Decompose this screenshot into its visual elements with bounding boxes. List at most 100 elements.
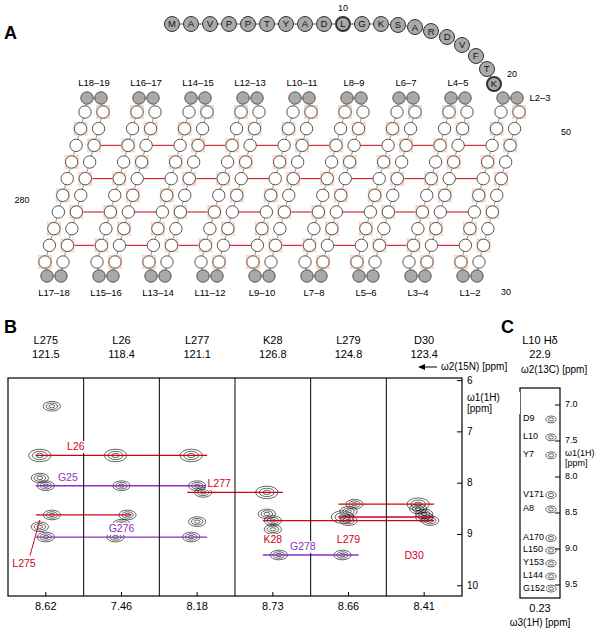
peak-label: G152 [522,584,546,594]
residue-circle [386,122,398,134]
residue-circle: P [221,16,237,32]
strand-box [277,205,291,219]
loop-label: L1–2 [458,288,481,298]
axis-label: ω1(1H) [ppm] [466,392,520,414]
residue-letter: R [428,27,435,37]
tick-label: 8.62 [34,600,57,612]
residue-circle [208,206,220,218]
contour-peak [418,511,430,517]
strand-box [302,238,316,252]
hbond-line [299,178,321,179]
residue-circle [61,239,73,251]
strand-box [352,122,366,136]
residue-circle [434,206,446,218]
strip-shift: 121.1 [182,348,212,360]
strand-box [60,238,74,252]
hbond-line [143,178,165,179]
axis-label: ω2(13C) [ppm] [520,364,588,375]
axis-tick [272,592,273,596]
strand-box [108,255,122,269]
loop-label: L18–19 [77,78,111,88]
loop-label: L16–17 [129,78,163,88]
loop-residue [185,92,197,104]
residue-number: 30 [500,288,512,298]
residue-circle [443,172,455,184]
strand-box [264,188,278,202]
residue-circle [491,189,503,201]
strand-box [377,155,391,169]
contour-peak [548,454,553,457]
strip-header: D30 [413,334,435,346]
axis-tick [457,585,462,586]
residue-letter: V [207,19,213,29]
peak-label: L10 [522,432,539,442]
strip-shift: 126.8 [258,348,288,360]
strand-box [311,205,325,219]
loop-residue [393,92,405,104]
residue-circle [461,106,473,118]
residue-circle [126,122,138,134]
loop-residue [289,92,301,104]
residue-circle [378,222,390,234]
residue-number: 20 [506,70,518,80]
residue-circle [321,172,333,184]
residue-letter: P [245,19,251,29]
loop-label: L4–5 [446,78,469,88]
strand-box [216,172,230,186]
strand-box [316,255,330,269]
strand-box [273,155,287,169]
peak-label: A8 [522,504,535,514]
loop-residue [471,270,483,282]
strand-box [343,155,357,169]
contour-peak [415,507,421,510]
strand-box [476,238,490,252]
contour-peak [548,493,553,496]
residue-letter: A [412,23,418,33]
residue-circle [317,189,329,201]
residue-circle [65,156,77,168]
strand-box [472,188,486,202]
residue-circle [127,189,139,201]
residue-circle [464,222,476,234]
residue-circle [269,172,281,184]
strand-box [463,222,477,236]
walk-line [36,485,207,486]
residue-circle [144,122,156,134]
residue-circle: D [316,16,332,32]
loop-label: L2–3 [528,93,551,103]
loop-residue [445,92,457,104]
contour-peak [546,547,556,554]
residue-circle [369,256,381,268]
residue-circle [92,122,104,134]
peak-label: L26 [66,441,86,453]
strand-box [286,172,300,186]
loop-label: L7–8 [302,288,325,298]
strand-box [96,105,110,119]
hbond-line [395,212,417,213]
hbond-line [204,145,226,146]
tick-label: 8.73 [261,600,284,612]
loop-residue [301,270,313,282]
tick-label: 9.5 [564,580,579,590]
residue-letter: G [358,19,365,29]
hbond-line [178,245,200,246]
strand-box [338,105,352,119]
contour-peak [194,520,200,523]
strand-box [334,188,348,202]
strand-box [442,105,456,119]
strand-box [408,105,422,119]
contour-peak [546,416,556,423]
strand-box [239,155,253,169]
residue-circle [97,106,109,118]
axis-tick [457,380,462,381]
strip-frame [8,378,462,596]
strand-box [424,172,438,186]
strand-box [191,138,205,152]
strip-shift: 121.5 [31,348,61,360]
residue-circle [109,189,121,201]
residue-circle [152,222,164,234]
residue-circle [407,239,419,251]
panel-letter: C [500,318,515,338]
strand-box [420,255,434,269]
